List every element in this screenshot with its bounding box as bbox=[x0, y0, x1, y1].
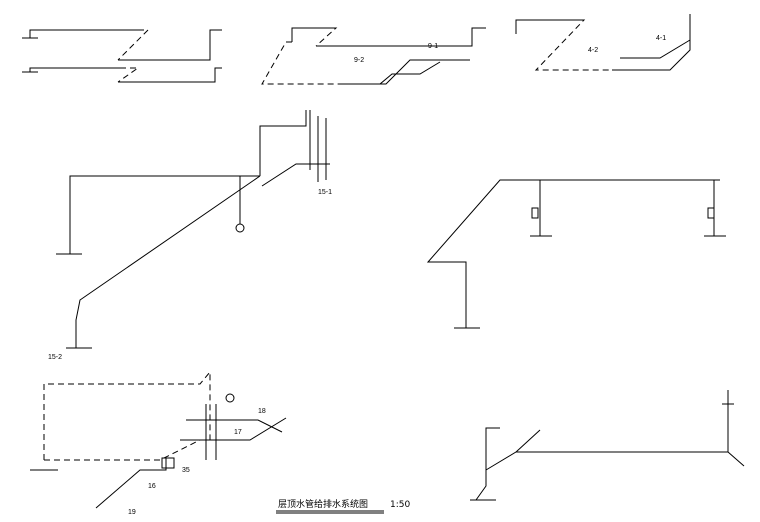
label-35: 35 bbox=[182, 467, 190, 474]
label-18: 18 bbox=[258, 408, 266, 415]
system-middle-right bbox=[426, 179, 726, 329]
system-top-left bbox=[22, 29, 222, 83]
label-17: 17 bbox=[234, 429, 242, 436]
system-top-right: 4-2 4-1 bbox=[515, 14, 691, 71]
system-top-middle: 9-2 9-1 bbox=[261, 27, 486, 85]
label-9-1: 9-1 bbox=[428, 43, 438, 50]
system-middle-left: 15-1 15-2 bbox=[48, 110, 332, 361]
label-4-2: 4-2 bbox=[588, 47, 598, 54]
title-block: 层顶水管给排水系统图 1:50 bbox=[276, 498, 410, 514]
label-15-1: 15-1 bbox=[318, 189, 332, 196]
system-bottom-right bbox=[470, 390, 745, 501]
label-19: 19 bbox=[128, 509, 136, 516]
label-15-2: 15-2 bbox=[48, 354, 62, 361]
label-9-2: 9-2 bbox=[354, 57, 364, 64]
system-bottom-left: 16 17 18 19 35 bbox=[30, 370, 287, 516]
drawing-title: 层顶水管给排水系统图 bbox=[278, 498, 368, 510]
drawing-scale: 1:50 bbox=[390, 500, 410, 510]
label-16: 16 bbox=[148, 483, 156, 490]
label-4-1: 4-1 bbox=[656, 35, 666, 42]
